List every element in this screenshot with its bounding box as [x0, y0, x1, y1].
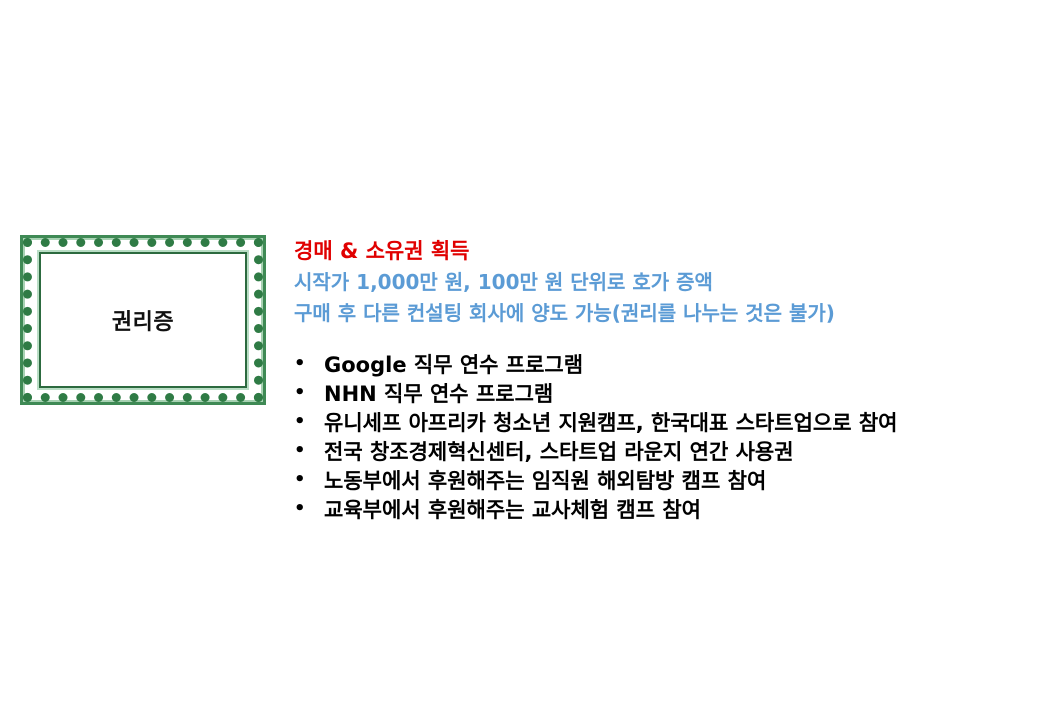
- info-line-transfer: 구매 후 다른 컨설팅 회사에 양도 가능(권리를 나누는 것은 불가): [294, 301, 835, 325]
- list-item-text: 유니세프 아프리카 청소년 지원캠프, 한국대표 스타트업으로 참여: [324, 410, 898, 435]
- bullet-icon: •: [294, 440, 306, 461]
- list-item: • 전국 창조경제혁신센터, 스타트업 라운지 연간 사용권: [294, 436, 1024, 465]
- benefit-list: • Google 직무 연수 프로그램 • NHN 직무 연수 프로그램 • 유…: [294, 349, 1024, 523]
- bullet-icon: •: [294, 469, 306, 490]
- list-item: • 교육부에서 후원해주는 교사체험 캠프 참여: [294, 494, 1024, 523]
- bullet-icon: •: [294, 498, 306, 519]
- certificate-label: 권리증: [111, 310, 175, 335]
- list-item-text: 교육부에서 후원해주는 교사체험 캠프 참여: [324, 497, 702, 522]
- list-item-text: NHN 직무 연수 프로그램: [324, 381, 554, 406]
- content-block: 경매 & 소유권 획득 시작가 1,000만 원, 100만 원 단위로 호가 …: [294, 236, 1024, 523]
- headline: 경매 & 소유권 획득: [294, 239, 470, 263]
- list-item: • NHN 직무 연수 프로그램: [294, 378, 1024, 407]
- bullet-icon: •: [294, 353, 306, 374]
- info-line-auction: 시작가 1,000만 원, 100만 원 단위로 호가 증액: [294, 270, 713, 294]
- list-item: • 유니세프 아프리카 청소년 지원캠프, 한국대표 스타트업으로 참여: [294, 407, 1024, 436]
- list-item-text: 노동부에서 후원해주는 임직원 해외탐방 캠프 참여: [324, 468, 767, 493]
- bullet-icon: •: [294, 382, 306, 403]
- list-item: • Google 직무 연수 프로그램: [294, 349, 1024, 378]
- list-item-text: 전국 창조경제혁신센터, 스타트업 라운지 연간 사용권: [324, 439, 794, 464]
- certificate-panel: 권리증: [39, 252, 247, 388]
- list-item-text: Google 직무 연수 프로그램: [324, 352, 584, 377]
- bullet-icon: •: [294, 411, 306, 432]
- list-item: • 노동부에서 후원해주는 임직원 해외탐방 캠프 참여: [294, 465, 1024, 494]
- certificate-frame: 권리증: [20, 235, 266, 405]
